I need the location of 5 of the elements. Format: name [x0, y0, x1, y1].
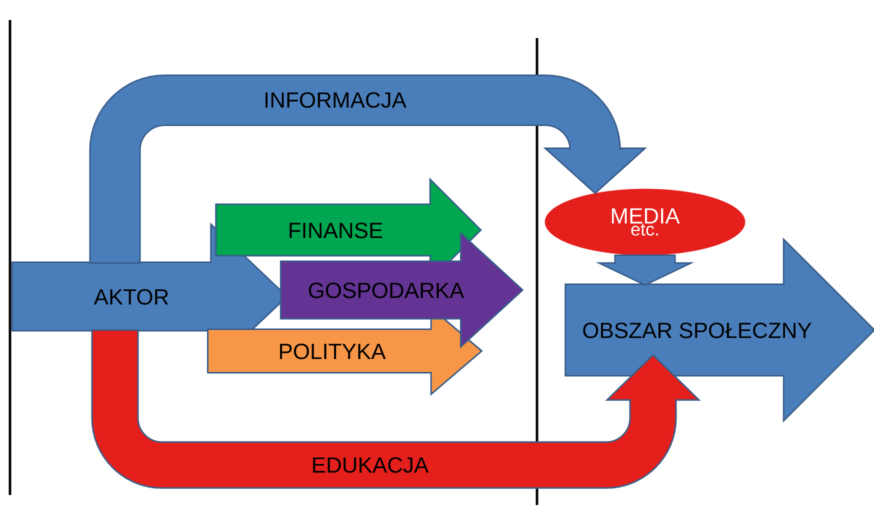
edge-label: EDUKACJA: [310, 456, 430, 474]
edge-label: INFORMACJA: [262, 91, 408, 109]
arrow: [596, 254, 694, 286]
arrow: [91, 329, 700, 489]
arrow: [89, 74, 646, 264]
